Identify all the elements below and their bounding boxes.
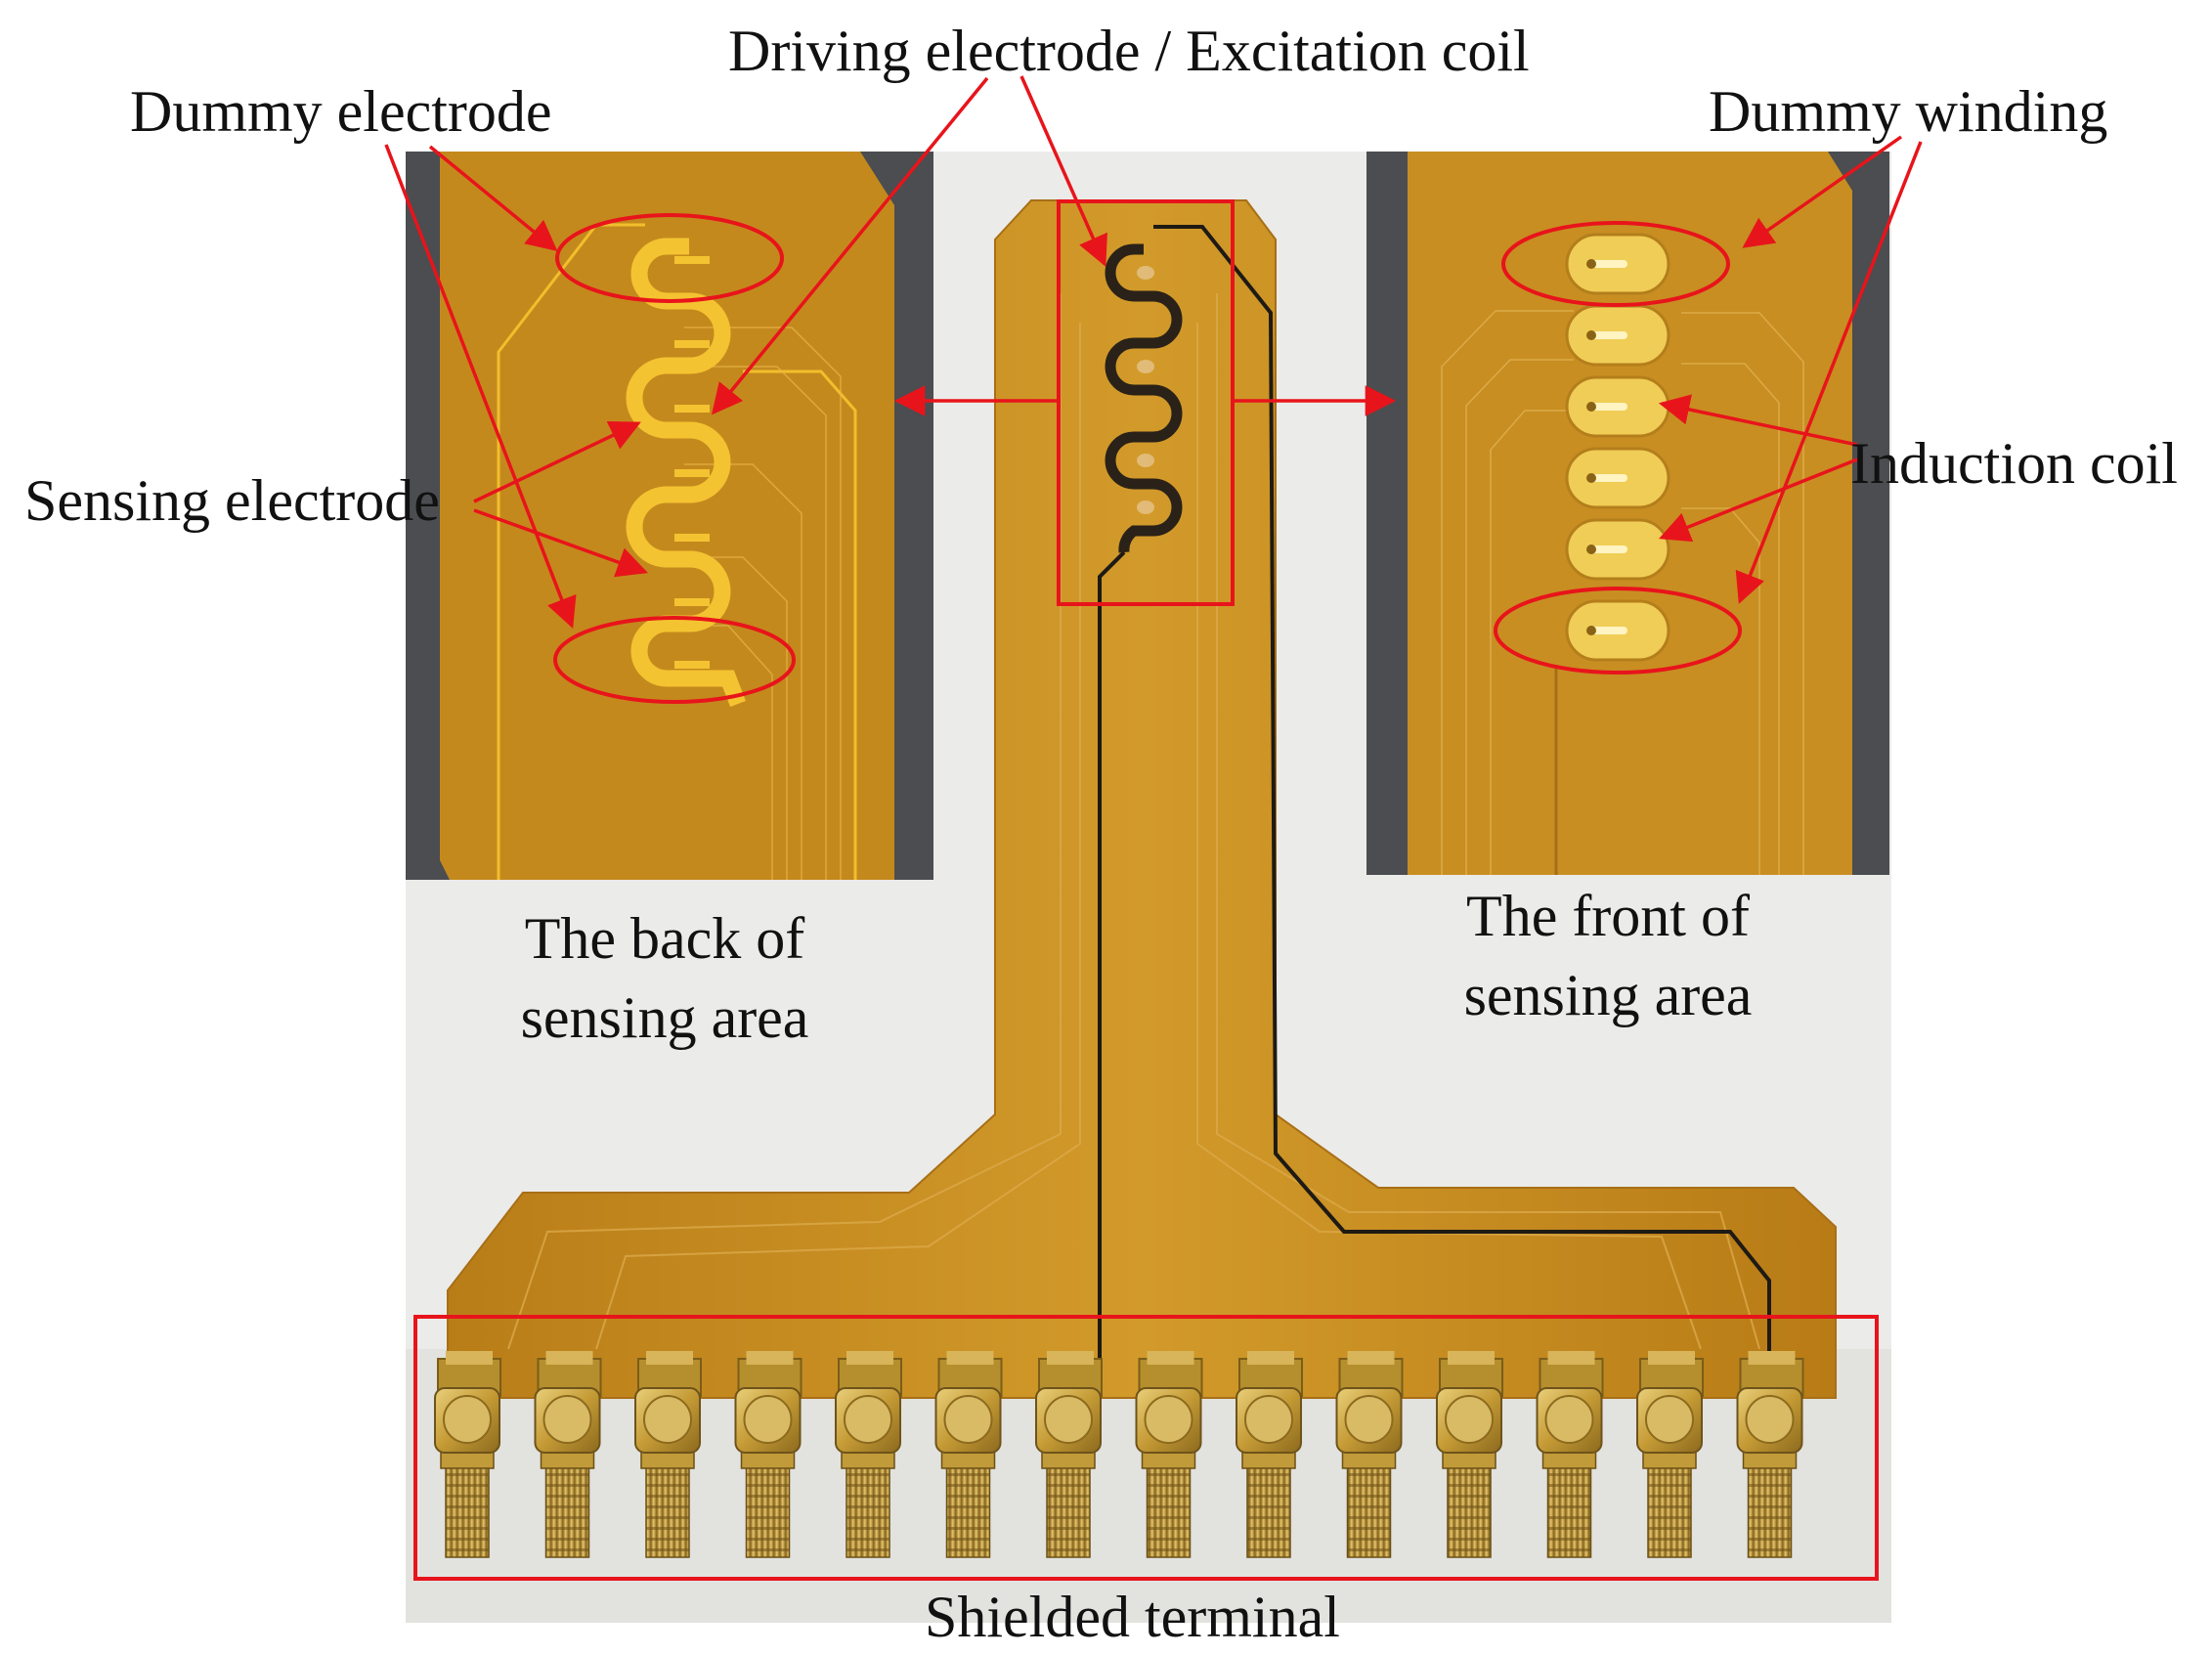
- shielded-connector: [1436, 1351, 1503, 1558]
- front-inset: [1366, 152, 1889, 875]
- black-trace-right: [1153, 225, 1771, 1359]
- driving-electrode-label: Driving electrode / Excitation coil: [728, 19, 1530, 83]
- back-caption-line2: sensing area: [520, 985, 809, 1050]
- shielded-connector: [734, 1351, 802, 1558]
- shielded-connector: [634, 1351, 702, 1558]
- shielded-connector: [835, 1351, 902, 1558]
- dummy-electrode-label: Dummy electrode: [130, 79, 552, 144]
- shielded-connector-row: [434, 1351, 1804, 1558]
- shielded-terminal-box: [413, 1315, 1879, 1581]
- shielded-terminal-label: Shielded terminal: [925, 1585, 1340, 1649]
- induction-coil-pad: [1565, 518, 1670, 581]
- induction-coil-pad: [1565, 304, 1670, 367]
- induction-coil-pad: [1565, 447, 1670, 509]
- shielded-connector: [1035, 1351, 1103, 1558]
- pcb-traces: [507, 293, 1760, 1350]
- annotations: [413, 199, 1879, 1581]
- annotation-arrows: [384, 75, 1923, 629]
- dummy-electrode-ellipse-bottom: [553, 616, 796, 704]
- shielded-connector: [1736, 1351, 1804, 1558]
- back-caption-line1: The back of: [524, 906, 805, 971]
- excitation-coil-box: [1057, 199, 1235, 606]
- shielded-connector: [434, 1351, 501, 1558]
- back-pcb: [440, 152, 894, 880]
- shielded-connector: [934, 1351, 1003, 1558]
- shielded-connector: [1636, 1351, 1704, 1558]
- shielded-connector: [1335, 1351, 1404, 1558]
- shielded-connector: [1135, 1351, 1203, 1558]
- induction-coil-pad: [1565, 233, 1670, 295]
- front-pcb: [1408, 152, 1852, 875]
- dummy-electrode-ellipse-top: [555, 213, 784, 303]
- coil-pads: [1137, 266, 1154, 514]
- back-caption: The back of sensing area: [469, 899, 860, 1058]
- back-meander: [626, 238, 746, 708]
- front-caption-line2: sensing area: [1463, 963, 1753, 1027]
- induction-coil-pad: [1565, 375, 1670, 438]
- dummy-winding-label: Dummy winding: [1709, 79, 2108, 144]
- sensing-electrode-label: Sensing electrode: [24, 468, 440, 533]
- front-caption-line1: The front of: [1466, 884, 1750, 948]
- shielded-connector: [1236, 1351, 1303, 1558]
- flex-pcb: [447, 199, 1837, 1399]
- black-trace-left: [1098, 550, 1126, 1359]
- dummy-winding-ellipse-bottom: [1494, 587, 1742, 675]
- induction-coil-label: Induction coil: [1850, 431, 2178, 496]
- dummy-winding-ellipse-top: [1501, 221, 1730, 307]
- front-caption: The front of sensing area: [1412, 877, 1803, 1035]
- shielded-connector: [534, 1351, 602, 1558]
- induction-coil-pad: [1565, 599, 1670, 662]
- induction-coil-pads: [1565, 233, 1670, 662]
- excitation-coil: [1105, 243, 1183, 553]
- shielded-connector: [1536, 1351, 1604, 1558]
